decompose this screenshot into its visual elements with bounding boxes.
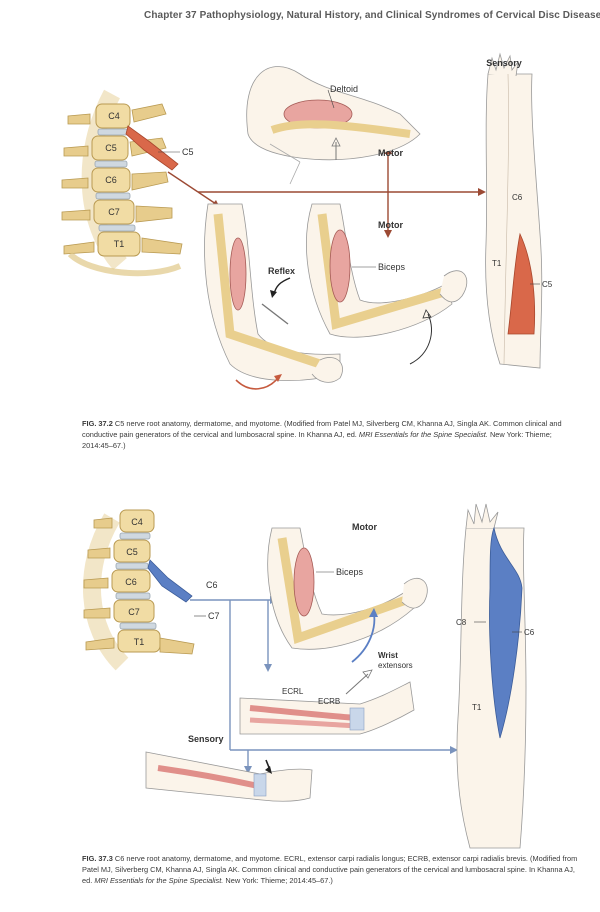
biceps-arm-illustration <box>306 203 468 338</box>
vertebra-label-t1: T1 <box>114 239 125 249</box>
biceps-label-fig2: Biceps <box>336 567 364 577</box>
caption-book-title: MRI Essentials for the Spine Specialist. <box>358 430 488 439</box>
sensory-label-fig1: Sensory <box>486 58 522 68</box>
running-title: Chapter 37 Pathophysiology, Natural Hist… <box>144 10 600 21</box>
reflex-label: Reflex <box>268 266 295 276</box>
biceps-label: Biceps <box>378 262 406 272</box>
caption-citation: New York: Thieme; 2014:45–67.) <box>225 876 333 885</box>
figure-37-3: C4 C5 C6 C7 T1 C6 C7 <box>0 498 600 850</box>
sensory-dermatome-arm <box>485 52 543 369</box>
motor-label-bottom: Motor <box>378 220 403 230</box>
reflex-arm-illustration <box>204 203 343 383</box>
page-header: Chapter 37 Pathophysiology, Natural Hist… <box>0 0 600 34</box>
sensory-label-fig2-left: Sensory <box>188 734 224 744</box>
ecrb-label: ECRB <box>318 697 340 706</box>
dermatome-label-c5: C5 <box>542 280 553 289</box>
c6-nerve-root <box>147 559 193 603</box>
sensory-dermatome-arm <box>456 503 527 849</box>
figure-37-3-illustration: C4 C5 C6 C7 T1 C6 C7 <box>83 503 535 849</box>
vertebra-label-c4: C4 <box>131 517 143 527</box>
vertebra-labels: C4 C5 C6 C7 T1 <box>125 517 144 647</box>
forearm-extensors-illustration <box>239 681 415 735</box>
caption-text: C6 nerve root anatomy, dermatome, and my… <box>82 854 578 885</box>
pathway-arrows <box>167 152 480 232</box>
ecrl-label: ECRL <box>282 687 304 696</box>
vertebra-label-c4: C4 <box>108 111 120 121</box>
dermatome-label-t1: T1 <box>472 703 482 712</box>
c5-nerve-root <box>125 125 179 171</box>
vertebra-label-c6: C6 <box>105 175 117 185</box>
vertebra-label-c7: C7 <box>108 207 120 217</box>
vertebra-label-c6: C6 <box>125 577 137 587</box>
caption-citation: New York: Thieme; 2014:45–67.) <box>82 430 552 450</box>
figure-37-2-illustration: C4 C5 C6 C7 T1 C5 Deltoid <box>61 52 553 390</box>
vertebra-label-c5: C5 <box>105 143 117 153</box>
deltoid-label: Deltoid <box>330 84 358 94</box>
figure-37-2: C4 C5 C6 C7 T1 C5 Deltoid <box>0 34 600 410</box>
caption-label: FIG. 37.2 <box>82 419 113 428</box>
caption-label: FIG. 37.3 <box>82 854 113 863</box>
vertebra-labels: C4 C5 C6 C7 T1 <box>105 111 124 249</box>
deltoid-illustration <box>246 66 421 185</box>
caption-fig-37-2: FIG. 37.2 C5 nerve root anatomy, dermato… <box>82 418 582 451</box>
caption-text: C5 nerve root anatomy, dermatome, and my… <box>82 419 562 439</box>
vertebra-label-c7: C7 <box>128 607 140 617</box>
vertebra-label-c5: C5 <box>126 547 138 557</box>
pathway-arrows <box>190 599 452 768</box>
dermatome-label-c8: C8 <box>456 618 467 627</box>
dermatome-label-t1: T1 <box>492 259 502 268</box>
cervical-spine <box>83 509 195 671</box>
nerve-label-c5: C5 <box>182 147 194 157</box>
dermatome-label-c6: C6 <box>512 193 523 202</box>
wrist-extensors-label: extensors <box>378 661 413 670</box>
motor-label-top: Motor <box>378 148 403 158</box>
nerve-label-c6: C6 <box>206 580 218 590</box>
vertebra-label-t1: T1 <box>134 637 145 647</box>
wrist-label: Wrist <box>378 651 398 660</box>
caption-fig-37-3: FIG. 37.3 C6 nerve root anatomy, dermato… <box>82 853 582 886</box>
dermatome-label-c6: C6 <box>524 628 535 637</box>
motor-label-fig2: Motor <box>352 522 377 532</box>
cervical-spine <box>61 89 183 277</box>
nerve-label-c7: C7 <box>208 611 220 621</box>
caption-book-title: MRI Essentials for the Spine Specialist. <box>94 876 224 885</box>
sensory-forearm-illustration <box>145 751 313 802</box>
biceps-arm-illustration <box>267 527 428 650</box>
